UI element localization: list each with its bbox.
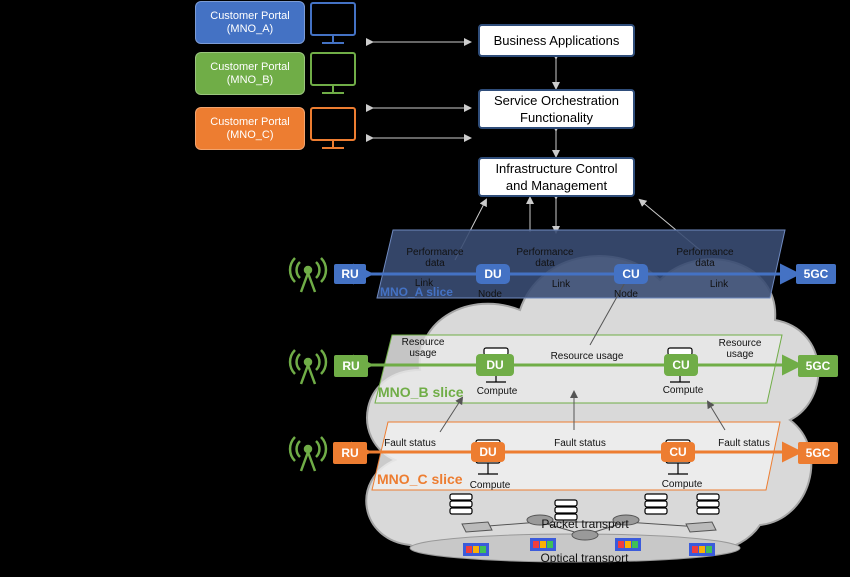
antenna-icon	[288, 349, 328, 385]
slice-a-title: MNO_A slice	[380, 285, 453, 299]
antenna-icon	[288, 257, 328, 293]
optical-node-icon	[530, 538, 556, 551]
optical-nodes	[463, 538, 715, 556]
slice-b-compute-label-2: Compute	[662, 385, 704, 396]
slice-c-fault-label-1: Fault status	[384, 438, 436, 449]
node-label: CU	[622, 267, 640, 281]
switch-icon	[461, 521, 493, 533]
box-label: Business Applications	[493, 33, 620, 48]
portal-label: Customer Portal	[210, 115, 290, 128]
node-label: 5GC	[805, 359, 831, 373]
switch-icon	[685, 521, 717, 533]
portal-operator: (MNO_C)	[226, 128, 274, 141]
antenna-icon	[288, 436, 328, 472]
node-label: 5GC	[805, 446, 831, 460]
slice-b-compute-label-1: Compute	[476, 386, 518, 397]
service-orchestration-box: Service Orchestration Functionality	[478, 89, 635, 129]
server-icon	[644, 493, 668, 515]
router-icon	[612, 514, 640, 526]
portal-arrows	[366, 38, 472, 142]
slice-b-cu[interactable]: CU	[664, 354, 698, 376]
packet-transport-label: Packet transport	[541, 517, 629, 531]
portal-operator: (MNO_B)	[226, 73, 274, 86]
slice-a-link-label-2: Link	[551, 279, 571, 290]
server-icon	[554, 499, 578, 521]
node-label: RU	[341, 446, 359, 460]
node-label: RU	[341, 267, 359, 281]
slice-a-ru[interactable]: RU	[334, 264, 366, 284]
router-icon	[526, 514, 554, 526]
slice-c-compute-label-1: Compute	[469, 480, 511, 491]
node-label: DU	[479, 445, 497, 459]
node-label: CU	[672, 358, 690, 372]
customer-portal-mno-c[interactable]: Customer Portal (MNO_C)	[195, 107, 305, 150]
infrastructure-control-box: Infrastructure Control and Management	[478, 157, 635, 197]
monitor-icons	[310, 2, 356, 149]
slice-b-resource-label-center: Resource usage	[550, 351, 624, 362]
optical-node-icon	[689, 543, 715, 556]
optical-node-icon	[615, 538, 641, 551]
portal-label: Customer Portal	[210, 60, 290, 73]
slice-c-compute-label-2: Compute	[661, 479, 703, 490]
server-icon	[696, 493, 720, 515]
optical-node-icon	[463, 543, 489, 556]
box-label: Functionality	[520, 110, 593, 125]
node-label: RU	[342, 359, 360, 373]
slice-a-node-label-2: Node	[614, 289, 638, 300]
node-label: 5GC	[803, 267, 829, 281]
cloud-shape	[365, 255, 820, 560]
slice-a-link-label-3: Link	[709, 279, 729, 290]
portal-label: Customer Portal	[210, 9, 290, 22]
antenna-icons	[288, 257, 328, 472]
node-label: CU	[669, 445, 687, 459]
node-label: DU	[484, 267, 502, 281]
optical-transport-label: Optical transport	[540, 551, 629, 565]
monitor-icon	[310, 52, 356, 94]
slice-c-title: MNO_C slice	[377, 471, 463, 487]
slice-b-du[interactable]: DU	[476, 354, 514, 376]
box-label: Infrastructure Control	[495, 161, 618, 176]
portal-operator: (MNO_A)	[226, 22, 274, 35]
slice-c-5gc[interactable]: 5GC	[798, 442, 838, 464]
slice-a-cu[interactable]: CU	[614, 264, 648, 284]
slice-c-cu[interactable]: CU	[661, 442, 695, 462]
customer-portal-mno-a[interactable]: Customer Portal (MNO_A)	[195, 1, 305, 44]
slice-c-ru[interactable]: RU	[333, 442, 367, 464]
box-label: Service Orchestration	[494, 93, 619, 108]
slice-c-fault-label-3: Fault status	[718, 438, 770, 449]
monitor-icon	[310, 107, 356, 149]
slice-c-fault-label-2: Fault status	[554, 438, 606, 449]
packet-network	[461, 514, 717, 541]
business-applications-box: Business Applications	[478, 24, 635, 57]
slice-b-5gc[interactable]: 5GC	[798, 355, 838, 377]
node-label: DU	[486, 358, 504, 372]
slice-a-node-label-1: Node	[478, 289, 502, 300]
monitor-icon	[310, 2, 356, 44]
router-icon	[571, 529, 599, 541]
server-icon	[449, 493, 473, 515]
box-label: and Management	[505, 178, 608, 193]
slice-c-du[interactable]: DU	[471, 442, 505, 462]
slice-b-ru[interactable]: RU	[334, 355, 368, 377]
slice-a-5gc[interactable]: 5GC	[796, 264, 836, 284]
slice-a-du[interactable]: DU	[476, 264, 510, 284]
slice-b-title: MNO_B slice	[378, 384, 464, 400]
customer-portal-mno-b[interactable]: Customer Portal (MNO_B)	[195, 52, 305, 95]
slice-a-link-label-1: Link	[414, 278, 434, 289]
